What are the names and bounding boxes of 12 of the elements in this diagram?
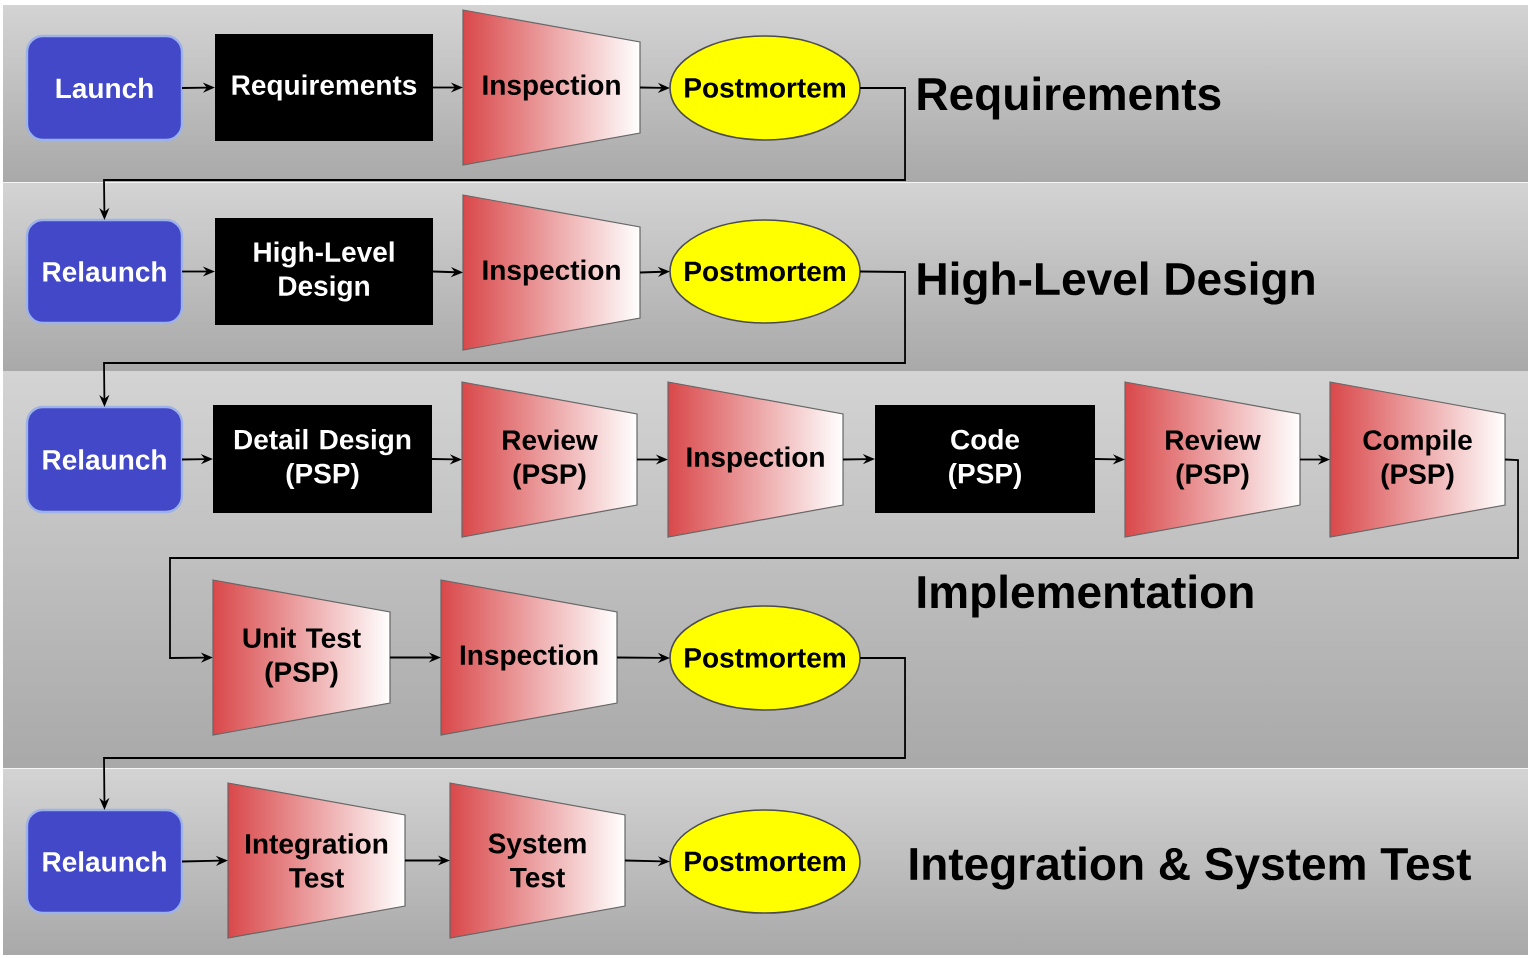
task-box: Code (PSP) <box>875 405 1095 513</box>
phase-heading: Requirements <box>918 76 1221 120</box>
phase-heading: Integration & System Test <box>910 846 1471 890</box>
phase-heading: Implementation <box>918 574 1253 618</box>
launch-box: Launch <box>25 34 184 142</box>
task-box: High-Level Design <box>215 218 433 325</box>
launch-box: Relaunch <box>25 218 184 325</box>
phase-heading: High-Level Design <box>918 261 1314 305</box>
launch-box: Relaunch <box>25 405 184 514</box>
task-box: Requirements <box>215 34 433 141</box>
task-box: Detail Design (PSP) <box>213 405 432 513</box>
launch-box: Relaunch <box>25 808 184 915</box>
